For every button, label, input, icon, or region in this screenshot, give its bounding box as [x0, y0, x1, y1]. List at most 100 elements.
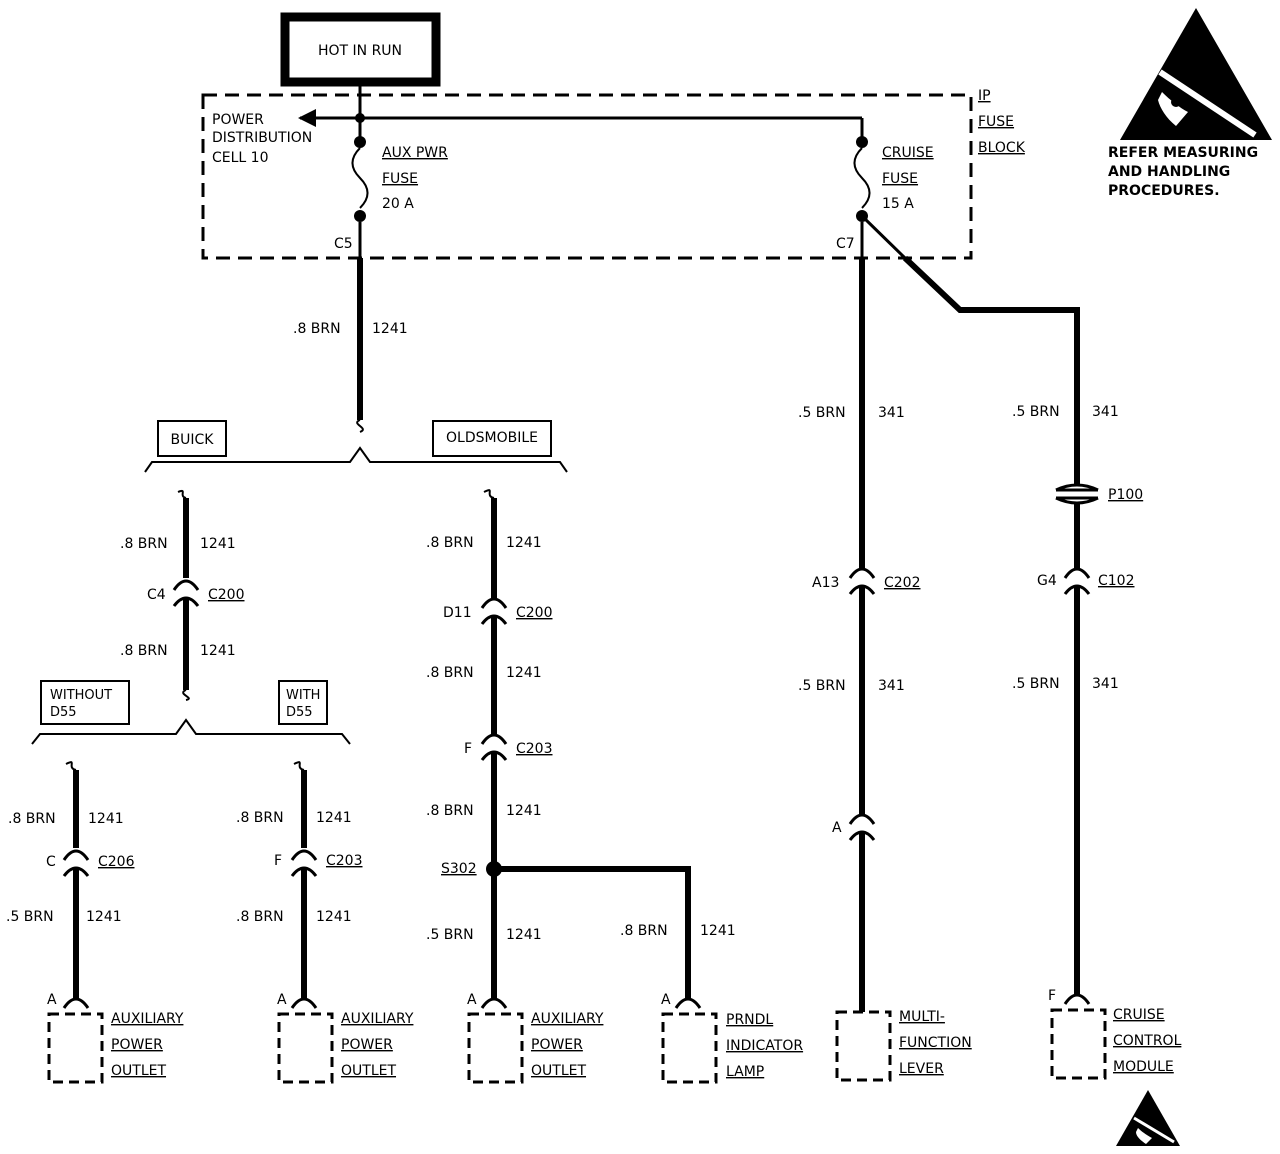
wire-left-top-circuit: 1241 [88, 811, 124, 827]
prndl-label-2: INDICATOR [726, 1038, 803, 1054]
aux3-pin: A [467, 992, 477, 1008]
wire-mid-top-gauge: .8 BRN [236, 810, 284, 826]
wire-mid-1241 [290, 761, 318, 1009]
c5-label: C5 [334, 236, 353, 252]
power-distribution-label-2: DISTRIBUTION [212, 130, 312, 146]
c7-label: C7 [836, 236, 855, 252]
aux1-label-1: AUXILIARY [111, 1011, 184, 1027]
mfl-c202-name: C202 [884, 575, 921, 591]
arrow-left-icon [298, 109, 316, 127]
wire-olds-2-gauge: .8 BRN [426, 665, 474, 681]
buick-c200-name: C200 [208, 587, 245, 603]
wire-ccm-bot-gauge: .5 BRN [1012, 676, 1060, 692]
aux-fuse-label-2: FUSE [382, 171, 418, 187]
ccm-c102-name: C102 [1098, 573, 1135, 589]
splice-s302 [486, 861, 702, 1009]
mid-c203-name: C203 [326, 853, 363, 869]
ccm-label-3: MODULE [1113, 1059, 1174, 1075]
oldsmobile-label: OLDSMOBILE [446, 430, 538, 446]
ccm-label-2: CONTROL [1113, 1033, 1182, 1049]
ccm-pin: F [1048, 988, 1056, 1004]
block-label: BLOCK [978, 140, 1026, 156]
olds-c203-name: C203 [516, 741, 553, 757]
esd-text-3: PROCEDURES. [1108, 183, 1220, 199]
p100-label: P100 [1108, 487, 1143, 503]
cruise-fuse-label-2: FUSE [882, 171, 918, 187]
wire-ccm-top-circuit: 341 [1092, 404, 1119, 420]
mid-c203-pin: F [274, 853, 282, 869]
component-prndl-lamp [661, 1012, 718, 1084]
wire-left-top-gauge: .8 BRN [8, 811, 56, 827]
aux1-label-2: POWER [111, 1037, 163, 1053]
wire-olds-2-circuit: 1241 [506, 665, 542, 681]
wire-mfl-bot-gauge: .5 BRN [798, 678, 846, 694]
without-d55-label-2: D55 [50, 705, 77, 720]
wire-buick-top-circuit: 1241 [200, 536, 236, 552]
left-c206-name: C206 [98, 854, 135, 870]
esd-warning-icon [1120, 8, 1272, 140]
aux2-label-2: POWER [341, 1037, 393, 1053]
wire-prndl-gauge: .8 BRN [620, 923, 668, 939]
wire-mfl-top-circuit: 341 [878, 405, 905, 421]
cruise-fuse-rating: 15 A [882, 196, 914, 212]
olds-c200-pin: D11 [443, 605, 472, 621]
wire-olds-3-gauge: .8 BRN [426, 803, 474, 819]
component-cruise-control-module [1050, 1008, 1107, 1080]
prndl-pin: A [661, 992, 671, 1008]
wire-mid-top-circuit: 1241 [316, 810, 352, 826]
hot-in-run-label: HOT IN RUN [318, 43, 402, 59]
branch-bracket-buick-olds [144, 420, 568, 473]
esd-small-icon [1116, 1090, 1180, 1146]
wire-ccm-341 [902, 255, 1099, 1005]
wire-left-bot-gauge: .5 BRN [6, 909, 54, 925]
wire-ccm-top-gauge: .5 BRN [1012, 404, 1060, 420]
component-aux-outlet-3 [467, 1012, 524, 1084]
aux3-label-1: AUXILIARY [531, 1011, 604, 1027]
power-distribution-label: POWER [212, 112, 264, 128]
ip-label: IP [978, 88, 991, 104]
ip-fuse-block: POWER DISTRIBUTION CELL 10 IP FUSE BLOCK… [201, 82, 1026, 260]
with-d55-label: WITH [286, 688, 320, 703]
component-aux-outlet-2 [277, 1012, 334, 1084]
wire-main-gauge: .8 BRN [293, 321, 341, 337]
wire-buick-top-gauge: .8 BRN [120, 536, 168, 552]
aux-fuse-rating: 20 A [382, 196, 414, 212]
wire-mid-bot-circuit: 1241 [316, 909, 352, 925]
wire-buick-mid-gauge: .8 BRN [120, 643, 168, 659]
olds-c200-name: C200 [516, 605, 553, 621]
prndl-label-1: PRNDL [726, 1012, 773, 1028]
wire-mfl-top-gauge: .5 BRN [798, 405, 846, 421]
ccm-label-1: CRUISE [1113, 1007, 1165, 1023]
with-d55-label-2: D55 [286, 705, 313, 720]
mfl-c202-pin: A13 [812, 575, 839, 591]
ccm-c102-pin: G4 [1037, 573, 1057, 589]
cruise-fuse [853, 136, 907, 260]
wire-mfl-341 [848, 258, 876, 1012]
without-d55-label: WITHOUT [50, 688, 112, 703]
wire-prndl-circuit: 1241 [700, 923, 736, 939]
aux2-label-3: OUTLET [341, 1063, 396, 1079]
wire-left-1241 [62, 761, 90, 1009]
esd-text-2: AND HANDLING [1108, 164, 1230, 180]
wire-main-1241 [356, 258, 364, 433]
olds-c203-pin: F [464, 741, 472, 757]
wire-olds-1241 [480, 489, 508, 1009]
wire-buick-mid-circuit: 1241 [200, 643, 236, 659]
aux1-pin: A [47, 992, 57, 1008]
aux2-pin: A [277, 992, 287, 1008]
mfl-label-1: MULTI- [899, 1009, 945, 1025]
wire-buick-1241 [172, 489, 200, 701]
wire-mfl-bot-circuit: 341 [878, 678, 905, 694]
aux3-label-3: OUTLET [531, 1063, 586, 1079]
aux-pwr-fuse [351, 113, 369, 258]
buick-c200-pin: C4 [147, 587, 166, 603]
cruise-fuse-label: CRUISE [882, 145, 934, 161]
hot-in-run-box: HOT IN RUN [280, 12, 441, 87]
mfl-label-2: FUNCTION [899, 1035, 972, 1051]
left-c206-pin: C [46, 854, 56, 870]
branch-bracket-d55 [31, 680, 351, 745]
mfl-a-pin: A [832, 820, 842, 836]
component-aux-outlet-1 [47, 1012, 104, 1084]
wire-olds-1-circuit: 1241 [506, 535, 542, 551]
